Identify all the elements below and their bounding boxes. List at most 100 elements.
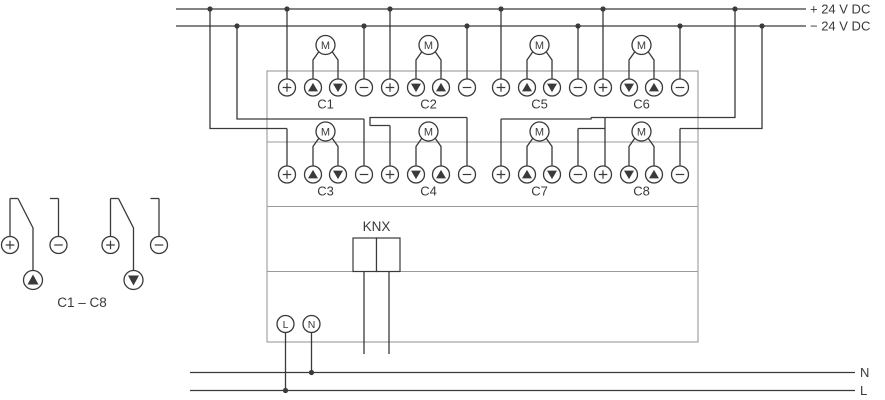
- terminal-up: [431, 165, 451, 184]
- channel-label: C2: [420, 97, 437, 112]
- channel-C1: MC1: [277, 6, 374, 112]
- terminal-minus: [670, 78, 690, 97]
- terminal-plus: [380, 165, 400, 184]
- terminal-minus: [457, 165, 477, 184]
- down-arrow-icon: [333, 170, 343, 180]
- down-arrow-icon: [333, 83, 343, 93]
- junction-dot: [759, 23, 765, 29]
- c4-minus-feed: [369, 116, 467, 126]
- motor-circle: [529, 34, 550, 56]
- output-legend: C1 – C8: [0, 197, 169, 310]
- motor-symbol: M: [424, 127, 433, 139]
- up-arrow-icon: [649, 169, 659, 179]
- c3-minus-feed: [236, 26, 364, 120]
- motor-circle: [529, 121, 550, 142]
- terminal-minus: [354, 78, 374, 97]
- motor-lead-left: [312, 137, 320, 166]
- junction-dot: [361, 23, 367, 29]
- down-arrow-icon: [411, 83, 421, 93]
- terminal-minus: [49, 235, 68, 255]
- terminal-plus: [380, 78, 400, 97]
- motor-lead-right: [331, 51, 339, 79]
- switch-blade: [17, 198, 34, 271]
- motor-lead-left: [526, 137, 534, 166]
- motor-circle: [315, 34, 336, 56]
- motor-lead-left: [526, 51, 534, 79]
- motor-lead-left: [628, 51, 636, 79]
- terminal-down: [619, 78, 639, 97]
- neutral-terminal: [302, 314, 321, 334]
- down-arrow-icon: [624, 83, 634, 93]
- junction-dot: [308, 369, 315, 376]
- terminal-minus: [457, 78, 477, 97]
- plus-icon: [282, 83, 292, 92]
- junction-dot: [600, 6, 606, 12]
- line-terminal-label: L: [283, 319, 289, 331]
- row2-bus-routing: [207, 6, 765, 166]
- c3-plus-feed: [209, 9, 287, 130]
- motor-circle: [631, 121, 652, 142]
- motor-lead-right: [545, 51, 553, 79]
- channel-label: C8: [633, 184, 650, 199]
- junction-dot: [732, 6, 738, 12]
- terminal-minus: [568, 165, 588, 184]
- terminal-minus: [149, 235, 169, 255]
- knx-block: KNX: [352, 219, 401, 354]
- junction-dot: [387, 6, 393, 12]
- terminal-down: [542, 165, 562, 184]
- motor-lead-left: [312, 51, 320, 79]
- motor-symbol: M: [321, 127, 330, 139]
- terminal-plus: [0, 235, 20, 255]
- terminal-plus: [101, 235, 120, 255]
- terminal-down: [328, 165, 348, 184]
- knx-terminal-left: [352, 237, 378, 273]
- c7-plus-feed: [501, 117, 592, 120]
- plus-icon: [5, 240, 15, 250]
- motor-symbol: M: [637, 127, 646, 139]
- terminal-plus: [277, 165, 297, 184]
- up-arrow-icon: [436, 82, 446, 92]
- motor-symbol: M: [535, 40, 544, 52]
- down-arrow-icon: [624, 170, 634, 180]
- channel-C6: M C6: [593, 6, 690, 112]
- motor-circle: [418, 34, 439, 56]
- motor-lead-right: [331, 137, 339, 166]
- terminal-plus: [593, 78, 613, 97]
- motor-symbol: M: [424, 40, 433, 52]
- terminal-up: [517, 78, 537, 97]
- junction-dot: [234, 23, 240, 29]
- legend-label: C1 – C8: [57, 295, 107, 310]
- down-arrow-icon: [128, 275, 139, 286]
- motor-symbol: M: [637, 40, 646, 52]
- motor-lead-right: [647, 137, 655, 166]
- motor-circle: [631, 34, 652, 56]
- motor-lead-left: [415, 137, 423, 166]
- positive-bus-label: + 24 V DC: [810, 2, 870, 17]
- c8-minus-feed: [680, 26, 763, 130]
- up-arrow-icon: [27, 274, 39, 285]
- plus-icon: [106, 240, 115, 250]
- terminal-minus: [670, 165, 690, 184]
- terminal-up: [644, 78, 664, 97]
- terminal-up: [517, 165, 537, 184]
- legend-symbol-down: [101, 197, 169, 291]
- legend-output-down: [123, 269, 144, 291]
- motor-lead-right: [434, 51, 442, 79]
- knx-terminal-right: [375, 237, 401, 273]
- terminal-minus: [354, 165, 374, 184]
- plus-icon: [496, 170, 506, 179]
- legend-symbol-up: [0, 197, 68, 291]
- channel-C8: M C8: [593, 121, 690, 199]
- line-terminal: [276, 314, 295, 334]
- terminal-down: [619, 165, 639, 184]
- junction-dot: [207, 6, 213, 12]
- knx-label: KNX: [363, 219, 391, 234]
- channel-label: C5: [531, 97, 548, 112]
- motor-lead-right: [434, 137, 442, 166]
- terminal-up: [303, 165, 323, 184]
- plus-icon: [282, 170, 292, 179]
- channel-label: C6: [633, 97, 650, 112]
- motor-lead-right: [647, 51, 655, 79]
- down-arrow-icon: [547, 83, 557, 93]
